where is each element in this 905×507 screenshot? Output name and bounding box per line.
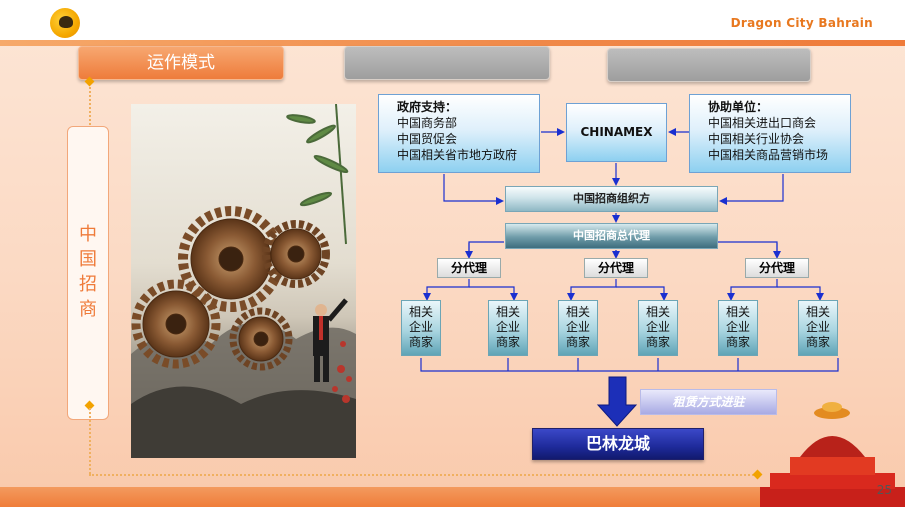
label-char: 商 [79,299,97,320]
enterprise-text: 企业 [565,320,590,334]
sub-agent-box: 分代理 [437,258,501,278]
enterprise-box: 相关企业商家 [638,300,678,356]
enterprise-text: 相关 [805,305,830,319]
gears-illustration-svg [131,104,356,458]
enterprise-box: 相关企业商家 [718,300,758,356]
dotted-connector [89,474,757,476]
down-arrow-icon [596,376,638,427]
enterprise-text: 商家 [805,335,830,349]
associations-box: 协助单位： 中国相关进出口商会 中国相关行业协会 中国相关商品营销市场 [689,94,851,173]
general-agent-box: 中国招商总代理 [505,223,718,249]
enterprise-text: 商家 [645,335,670,349]
header-stripe [0,40,905,46]
associations-line: 中国相关商品营销市场 [708,148,829,162]
associations-line: 中国相关进出口商会 [708,116,817,130]
pavilion-illustration [760,402,905,507]
gov-support-title: 政府支持： [397,100,458,114]
gears-illustration [131,104,356,458]
enterprise-text: 企业 [725,320,750,334]
enterprise-text: 商家 [408,335,433,349]
enterprise-box: 相关企业商家 [488,300,528,356]
dragon-logo-icon [50,8,80,38]
label-char: 招 [79,274,97,295]
enterprise-text: 企业 [645,320,670,334]
dotted-connector [89,80,91,140]
associations-title: 协助单位： [708,100,769,114]
header-bar [0,0,905,44]
gov-support-line: 中国贸促会 [397,132,458,146]
enterprise-text: 相关 [645,305,670,319]
enterprise-box: 相关企业商家 [401,300,441,356]
associations-line: 中国相关行业协会 [708,132,805,146]
tab-3[interactable] [607,48,811,82]
gov-support-box: 政府支持： 中国商务部 中国贸促会 中国相关省市地方政府 [378,94,540,173]
sub-agent-box: 分代理 [745,258,809,278]
gov-support-line: 中国商务部 [397,116,458,130]
dotted-connector [89,408,91,474]
leasing-note: 租赁方式进驻 [640,389,777,415]
dragon-head-icon [59,16,73,28]
enterprise-box: 相关企业商家 [798,300,838,356]
organizer-box: 中国招商组织方 [505,186,718,212]
sub-agent-box: 分代理 [584,258,648,278]
vertical-label-panel [67,126,109,420]
footer-band [0,487,905,507]
label-char: 国 [79,249,97,270]
tab-2[interactable] [344,46,550,80]
enterprise-text: 商家 [565,335,590,349]
label-char: 中 [79,224,97,245]
enterprise-text: 相关 [565,305,590,319]
tab-operation-mode[interactable]: 运作模式 [78,46,284,80]
enterprise-text: 相关 [408,305,433,319]
enterprise-text: 商家 [495,335,520,349]
chinamex-box: CHINAMEX [566,103,667,162]
enterprise-text: 商家 [725,335,750,349]
page-number: 25 [876,483,892,497]
enterprise-text: 企业 [408,320,433,334]
vertical-label: 中 国 招 商 [67,222,109,322]
enterprise-text: 企业 [805,320,830,334]
brand-name: Dragon City Bahrain [730,16,873,30]
enterprise-box: 相关企业商家 [558,300,598,356]
enterprise-text: 相关 [725,305,750,319]
enterprise-text: 企业 [495,320,520,334]
destination-box: 巴林龙城 [532,428,704,460]
enterprise-text: 相关 [495,305,520,319]
gov-support-line: 中国相关省市地方政府 [397,148,518,162]
